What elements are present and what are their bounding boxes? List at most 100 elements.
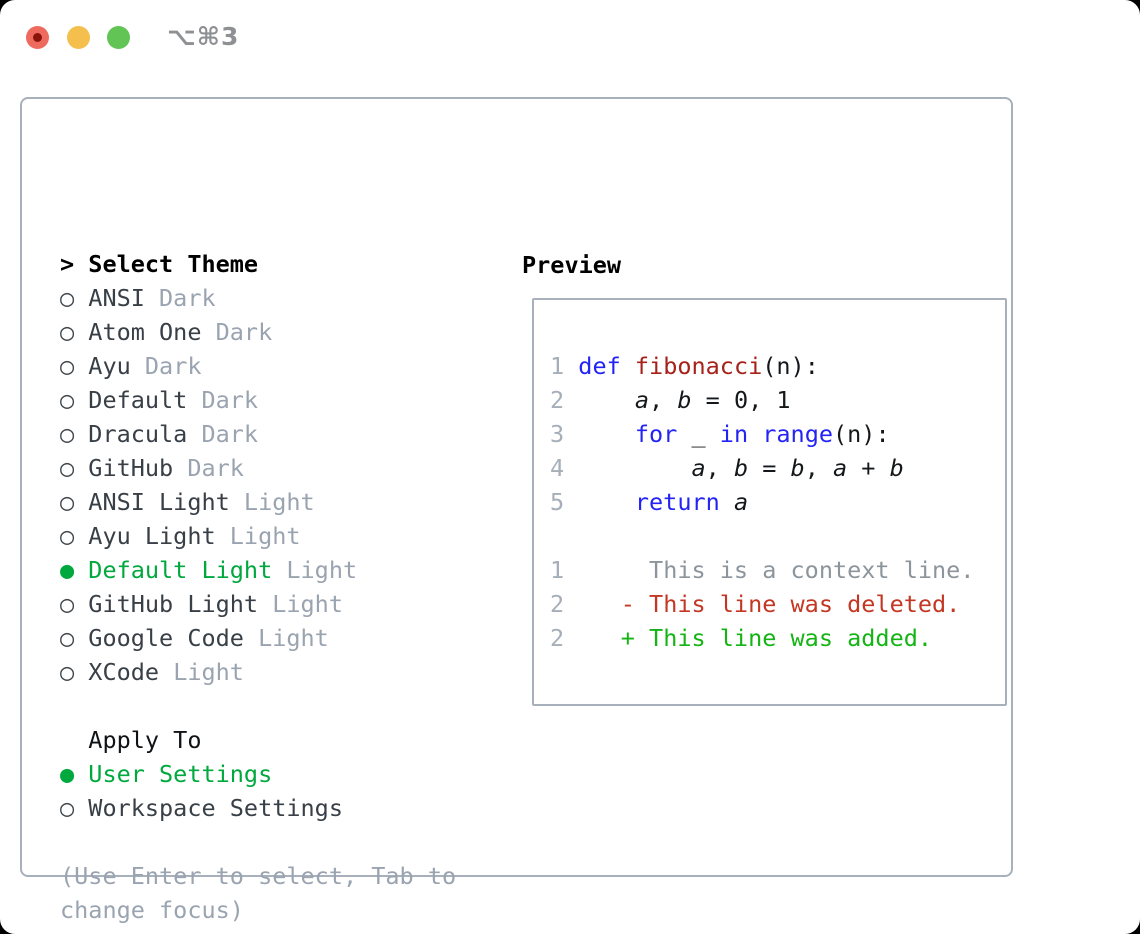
radio-icon: ○ xyxy=(60,352,89,380)
cursor-icon: > xyxy=(60,250,89,278)
theme-name: Google Code xyxy=(88,624,244,652)
window-title-shortcut: ⌥⌘3 xyxy=(167,22,240,51)
radio-selected-icon: ● xyxy=(60,556,89,584)
code-segment: = 0, 1 xyxy=(691,386,791,414)
preview-code-line: 2 a, b = 0, 1 xyxy=(550,383,974,417)
apply-option-workspace-settings[interactable]: ○ Workspace Settings xyxy=(60,791,456,825)
code-segment xyxy=(564,624,621,652)
theme-variant: Light xyxy=(243,624,329,652)
preview-code-line: 1 def fibonacci(n): xyxy=(550,349,974,383)
apply-option-user-settings[interactable]: ● User Settings xyxy=(60,757,456,791)
hint-text: (Use Enter to select, Tab to xyxy=(60,862,457,890)
theme-name: GitHub Light xyxy=(88,590,259,618)
radio-icon: ○ xyxy=(60,318,89,346)
radio-icon: ○ xyxy=(60,488,89,516)
theme-option-github[interactable]: ○ GitHub Dark xyxy=(60,451,456,485)
theme-name: Dracula xyxy=(88,420,188,448)
code-segment: a xyxy=(691,454,706,482)
theme-name: XCode xyxy=(88,658,160,686)
radio-selected-icon: ● xyxy=(60,760,89,788)
select-theme-heading: > Select Theme xyxy=(60,247,456,281)
code-segment: fibonacci xyxy=(634,352,763,380)
line-number: 1 xyxy=(550,556,565,584)
preview-code-line: 5 return a xyxy=(550,485,974,519)
spacer-row xyxy=(60,689,456,723)
code-segment: b xyxy=(790,454,805,482)
select-theme-title: Select Theme xyxy=(88,250,259,278)
spacer-row xyxy=(60,825,456,859)
code-segment: a xyxy=(833,454,848,482)
code-segment: for xyxy=(634,420,678,448)
radio-icon: ○ xyxy=(60,284,89,312)
apply-option-label: Workspace Settings xyxy=(88,794,343,822)
theme-option-default-light[interactable]: ● Default Light Light xyxy=(60,553,456,587)
radio-icon: ○ xyxy=(60,658,89,686)
code-segment xyxy=(578,454,691,482)
theme-name: Atom One xyxy=(88,318,202,346)
code-segment: (n): xyxy=(762,352,819,380)
minimize-button[interactable] xyxy=(67,26,90,49)
theme-name: GitHub xyxy=(88,454,174,482)
radio-icon: ○ xyxy=(60,522,89,550)
code-segment xyxy=(564,556,649,584)
code-segment: , xyxy=(649,386,678,414)
theme-variant: Light xyxy=(258,590,343,618)
spacer-row xyxy=(550,519,974,553)
preview-code-line: 3 for _ in range(n): xyxy=(550,417,974,451)
code-segment: a xyxy=(733,488,749,516)
line-number: 3 xyxy=(550,420,579,448)
theme-variant: Light xyxy=(272,556,358,584)
theme-option-ayu-light[interactable]: ○ Ayu Light Light xyxy=(60,519,456,553)
theme-variant: Light xyxy=(159,658,244,686)
theme-name: Default xyxy=(88,386,188,414)
code-segment: a xyxy=(634,386,650,414)
preview-box xyxy=(532,298,1007,706)
theme-option-atom-one[interactable]: ○ Atom One Dark xyxy=(60,315,456,349)
code-segment xyxy=(578,488,635,516)
preview-diff-context-line: 1 This is a context line. xyxy=(550,553,974,587)
theme-option-google-code[interactable]: ○ Google Code Light xyxy=(60,621,456,655)
line-number: 5 xyxy=(550,488,579,516)
code-segment xyxy=(578,386,635,414)
hint-text-line-1: (Use Enter to select, Tab to xyxy=(60,859,456,893)
apply-option-label: User Settings xyxy=(88,760,273,788)
theme-name: ANSI Light xyxy=(88,488,230,516)
theme-option-github-light[interactable]: ○ GitHub Light Light xyxy=(60,587,456,621)
close-dot-icon xyxy=(33,33,42,42)
theme-option-ansi[interactable]: ○ ANSI Dark xyxy=(60,281,456,315)
theme-option-dracula[interactable]: ○ Dracula Dark xyxy=(60,417,456,451)
theme-name: ANSI xyxy=(88,284,145,312)
code-segment xyxy=(621,352,635,380)
code-segment: def xyxy=(578,352,621,380)
theme-variant: Light xyxy=(229,488,315,516)
code-segment: return xyxy=(634,488,720,516)
theme-variant: Dark xyxy=(201,318,273,346)
maximize-button[interactable] xyxy=(107,26,130,49)
radio-icon: ○ xyxy=(60,420,89,448)
radio-icon: ○ xyxy=(60,590,89,618)
code-segment xyxy=(564,590,621,618)
code-segment: = xyxy=(748,454,791,482)
code-segment: , xyxy=(804,454,833,482)
code-segment xyxy=(578,420,635,448)
theme-option-ansi-light[interactable]: ○ ANSI Light Light xyxy=(60,485,456,519)
preview-diff-added-line: 2 + This line was added. xyxy=(550,621,974,655)
theme-picker-left-column: > Select Theme○ ANSI Dark○ Atom One Dark… xyxy=(60,247,456,927)
theme-option-default[interactable]: ○ Default Dark xyxy=(60,383,456,417)
code-segment: _ xyxy=(677,420,720,448)
close-button[interactable] xyxy=(26,26,49,49)
code-segment: - This line was deleted. xyxy=(620,590,961,618)
apply-to-title: Apply To xyxy=(60,726,202,754)
code-segment: range xyxy=(762,420,833,448)
code-segment xyxy=(720,488,734,516)
code-segment: + This line was added. xyxy=(620,624,933,652)
line-number: 2 xyxy=(550,386,579,414)
radio-icon: ○ xyxy=(60,454,89,482)
hint-text: change focus) xyxy=(60,896,244,924)
theme-option-ayu[interactable]: ○ Ayu Dark xyxy=(60,349,456,383)
theme-option-xcode[interactable]: ○ XCode Light xyxy=(60,655,456,689)
line-number: 2 xyxy=(550,590,565,618)
code-segment xyxy=(748,420,762,448)
theme-picker-panel: > Select Theme○ ANSI Dark○ Atom One Dark… xyxy=(20,97,1013,924)
